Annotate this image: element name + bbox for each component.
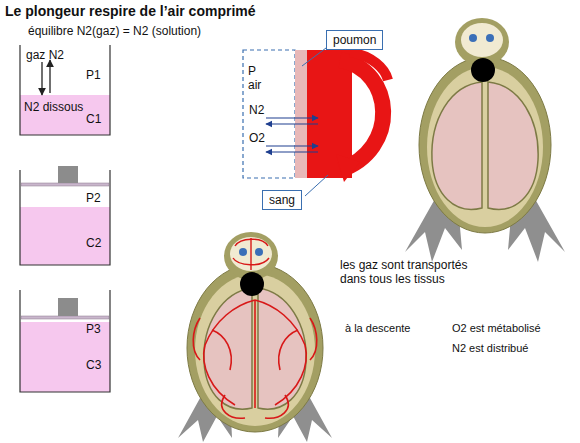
leader-line [305, 175, 328, 196]
lung-exchange [243, 50, 388, 182]
text-label: C1 [86, 112, 101, 126]
leader-line [302, 48, 326, 66]
text-label: P3 [86, 322, 101, 336]
text-label: P2 [86, 191, 101, 205]
label-block: les gaz sont transportés dans tous les t… [340, 258, 490, 286]
label-block: O2 est métabolisé [452, 321, 541, 335]
text-label: N2 dissous [24, 100, 83, 114]
label-block: N2 est distribué [452, 341, 528, 355]
text-label: O2 est métabolisé [452, 322, 541, 334]
label-block: C3 [86, 358, 101, 372]
beaker [20, 45, 110, 135]
label-block: P1 [86, 68, 101, 82]
label-block: P air [248, 64, 272, 92]
text-label: P air [248, 64, 261, 92]
label-block: P2 [86, 191, 101, 205]
text-label: C2 [86, 236, 101, 250]
label-block: équilibre N2(gaz) = N2 (solution) [28, 24, 201, 38]
box-label: poumon [333, 33, 376, 47]
diver-organism [405, 18, 565, 262]
text-label: C3 [86, 358, 101, 372]
box-label: sang [269, 193, 295, 207]
callout-box: poumon [326, 30, 383, 50]
text-label: équilibre N2(gaz) = N2 (solution) [28, 24, 201, 38]
label-block: N2 [249, 103, 264, 117]
text-label: gaz N2 [26, 48, 64, 62]
callout-box: sang [262, 190, 302, 210]
title-block: Le plongeur respire de l’air comprimé [5, 3, 256, 19]
label-block: à la descente [345, 321, 410, 335]
diver-organism [178, 232, 332, 442]
label-block: gaz N2 [26, 48, 64, 62]
beaker [20, 290, 110, 392]
label-block: C1 [86, 112, 101, 126]
beaker [20, 166, 110, 265]
text-label: les gaz sont transportés dans tous les t… [340, 258, 467, 286]
label-block: O2 [249, 131, 265, 145]
text-label: P1 [86, 68, 101, 82]
title: Le plongeur respire de l’air comprimé [5, 3, 256, 19]
text-label: N2 [249, 103, 264, 117]
text-label: N2 est distribué [452, 342, 528, 354]
label-block: P3 [86, 322, 101, 336]
text-label: à la descente [345, 322, 410, 334]
text-label: O2 [249, 131, 265, 145]
label-block: C2 [86, 236, 101, 250]
label-block: N2 dissous [24, 100, 83, 114]
